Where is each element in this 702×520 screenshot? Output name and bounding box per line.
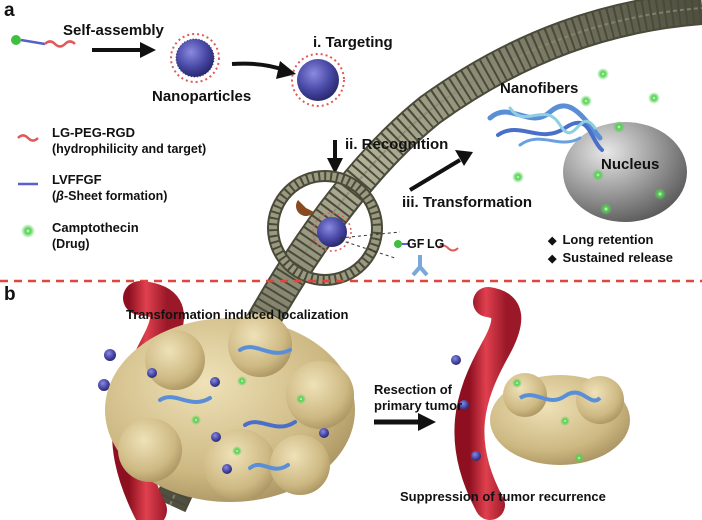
nucleus-label: Nucleus (601, 156, 660, 173)
cleavage-substrate-icon (394, 240, 459, 277)
nanofibers-label: Nanofibers (500, 80, 579, 97)
localization-label: Transformation induced localization (126, 307, 349, 322)
tumor-nanofibers (158, 345, 297, 471)
resection-label-line1: Resection of (374, 382, 453, 397)
free-molecule-icon (11, 35, 76, 48)
suppression-label: Suppression of tumor recurrence (400, 489, 606, 504)
substrate-lg-label: LG (427, 237, 445, 251)
legend-icons (17, 134, 39, 238)
panel-a-label: a (4, 0, 15, 21)
tumor-drugs (191, 376, 306, 456)
drug-molecules-a (512, 68, 666, 215)
legend-desc-lvffgf: (β-Sheet formation) (52, 189, 168, 203)
nanoparticle-icon (170, 33, 220, 83)
panel-b-label: b (4, 284, 16, 305)
self-assembly-label: Self-assembly (63, 22, 164, 39)
nanofiber-cluster-icon (487, 103, 604, 152)
recognition-label: ii. Recognition (345, 136, 449, 153)
legend-name-camptothecin: Camptothecin (52, 220, 139, 235)
residual-tumor (490, 373, 630, 465)
legend-desc-lg-peg-rgd: (hydrophilicity and target) (52, 142, 207, 156)
nanoparticles-label: Nanoparticles (152, 88, 252, 105)
resection-label-line2: primary tumor (374, 398, 463, 413)
bullet-long-retention: Long retention (548, 232, 653, 248)
targeting-nanoparticle-icon (291, 53, 345, 107)
transformation-label: iii. Transformation (402, 194, 533, 211)
tumor-nanoparticles (147, 368, 329, 474)
blood-vessel-right (451, 287, 522, 520)
bullet-sustained-release: Sustained release (548, 250, 673, 266)
tumor-mass (105, 313, 355, 502)
legend-name-lg-peg-rgd: LG-PEG-RGD (52, 125, 136, 140)
substrate-gf-label: GF (407, 237, 425, 251)
legend-name-lvffgf: LVFFGF (52, 172, 102, 187)
legend-desc-camptothecin: (Drug) (52, 237, 90, 251)
targeting-label: i. Targeting (313, 34, 393, 51)
